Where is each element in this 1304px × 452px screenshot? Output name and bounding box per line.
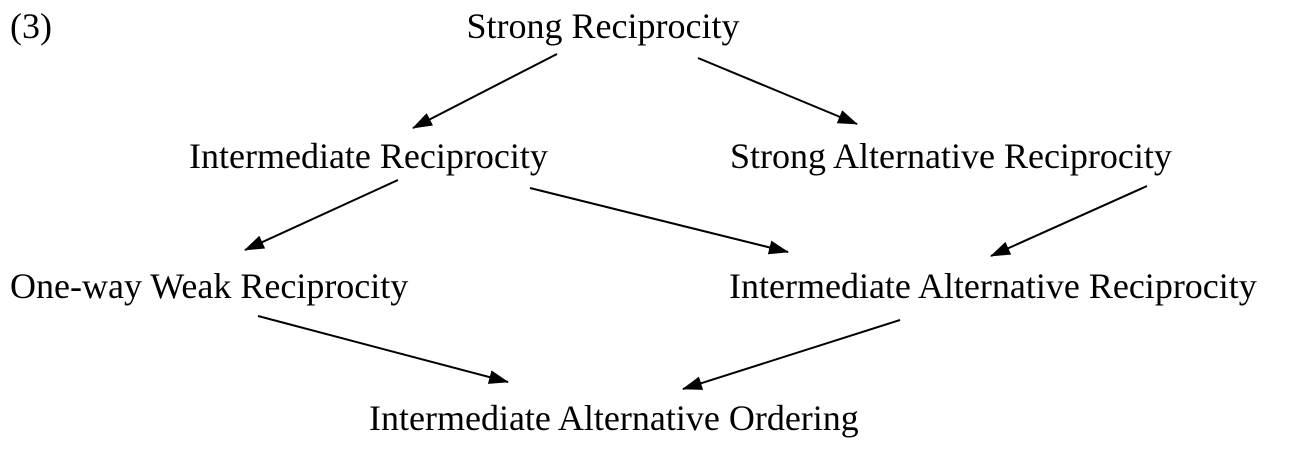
edge-intermediate-to-intermediate-alternative-reciprocity	[529, 187, 789, 255]
node-one-way-weak-reciprocity: One-way Weak Reciprocity	[10, 266, 409, 306]
edge-intermediate-alternative-reciprocity-to-ordering	[682, 319, 901, 390]
edge-intermediate-to-one-way-weak-reciprocity	[244, 179, 399, 251]
edge-one-way-weak-to-intermediate-alternative-ordering	[257, 315, 509, 384]
edge-strong-to-intermediate-reciprocity	[412, 53, 558, 129]
node-strong-reciprocity: Strong Reciprocity	[466, 6, 740, 46]
node-strong-alternative-reciprocity: Strong Alternative Reciprocity	[730, 136, 1172, 176]
node-intermediate-alternative-ordering: Intermediate Alternative Ordering	[369, 398, 859, 438]
node-intermediate-reciprocity: Intermediate Reciprocity	[189, 136, 548, 176]
diagram-number-label: (3)	[10, 6, 52, 46]
node-intermediate-alternative-reciprocity: Intermediate Alternative Reciprocity	[729, 266, 1257, 306]
edge-strong-to-strong-alternative-reciprocity	[697, 57, 858, 125]
edge-strong-alternative-to-intermediate-alternative-reciprocity	[990, 185, 1148, 257]
